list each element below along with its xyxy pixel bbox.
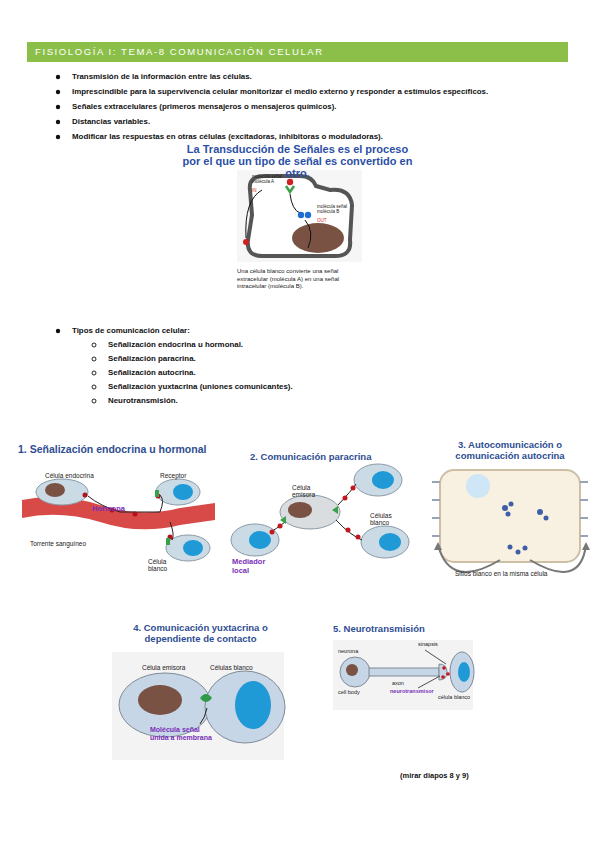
figure-label: Células blanco: [370, 512, 406, 527]
figure-label: Célula blanco: [148, 558, 184, 573]
figure-label: neurona: [338, 648, 358, 654]
figure-label: Receptor: [160, 472, 186, 479]
sub-bullet-text: Señalización yuxtacrina (uniones comunic…: [108, 382, 293, 391]
panel-heading: 4. Comunicación yuxtacrina o dependiente…: [108, 622, 293, 644]
page-title: FISIOLOGÍA I: TEMA-8 COMUNICACIÓN CELULA…: [35, 46, 324, 57]
header-bar: FISIOLOGÍA I: TEMA-8 COMUNICACIÓN CELULA…: [27, 42, 568, 62]
figure-label: Células blanco: [210, 664, 253, 671]
figure-label: Hormona: [92, 505, 125, 514]
figure-panel: 3. Autocomunicación o comunicación autoc…: [430, 436, 590, 584]
figure-label: Célula emisora: [292, 484, 328, 499]
sub-bullet-text: Señalización endocrina u hormonal.: [108, 340, 243, 349]
note-text: (mirar diapos 8 y 9): [400, 772, 469, 781]
bullet-text: Tipos de comunicación celular:: [72, 326, 190, 335]
figure-label: axon: [392, 680, 404, 686]
figure-label: Célula emisora: [142, 664, 185, 671]
figure-label: Sitios blanco en la misma célula: [455, 570, 548, 577]
bullet-text: Modificar las respuestas en otras célula…: [72, 132, 383, 141]
sub-bullet-text: Señalización autocrina.: [108, 368, 196, 377]
figure-label: Mediador local: [232, 558, 272, 575]
bullet-text: Transmisión de la información entre las …: [72, 72, 252, 81]
figure-label: Célula endocrina: [45, 472, 94, 479]
figure-label: IN: [252, 188, 257, 193]
figure-label: Torrente sanguíneo: [30, 540, 86, 547]
figure-label: sinapsis: [418, 641, 438, 647]
sub-bullet-text: Neurotransmisión.: [108, 396, 178, 405]
figure-caption: Una célula blanco convierte una señal ex…: [237, 268, 367, 291]
figure-label: Molécula señal unida a membrana: [150, 726, 212, 742]
bullet-text: Señales extracelulares (primeros mensaje…: [72, 102, 336, 111]
figure-panel: La Transducción de Señales es el proceso…: [180, 143, 415, 295]
figure-label: célula blanco: [438, 694, 470, 700]
figure-label: OUT: [317, 218, 327, 223]
bullet-text: Distancias variables.: [72, 117, 150, 126]
panel-heading: 5. Neurotransmisión: [333, 623, 478, 634]
panel-heading: La Transducción de Señales es el proceso…: [180, 143, 415, 179]
bullet-text: Imprescindible para la supervivencia cel…: [72, 87, 488, 96]
figure-label: molécula señal molécula B: [317, 204, 351, 214]
panel-heading: 3. Autocomunicación o comunicación autoc…: [430, 439, 590, 461]
figure-label: neurotransmisor: [390, 688, 434, 694]
sub-bullet-text: Señalización paracrina.: [108, 354, 196, 363]
panel-heading: 2. Comunicación paracrina: [250, 451, 420, 462]
panel-heading: 1. Señalización endocrina u hormonal: [18, 443, 223, 455]
figure-label: molécula señal molécula A: [252, 174, 286, 184]
figure-label: cell body: [338, 689, 362, 695]
